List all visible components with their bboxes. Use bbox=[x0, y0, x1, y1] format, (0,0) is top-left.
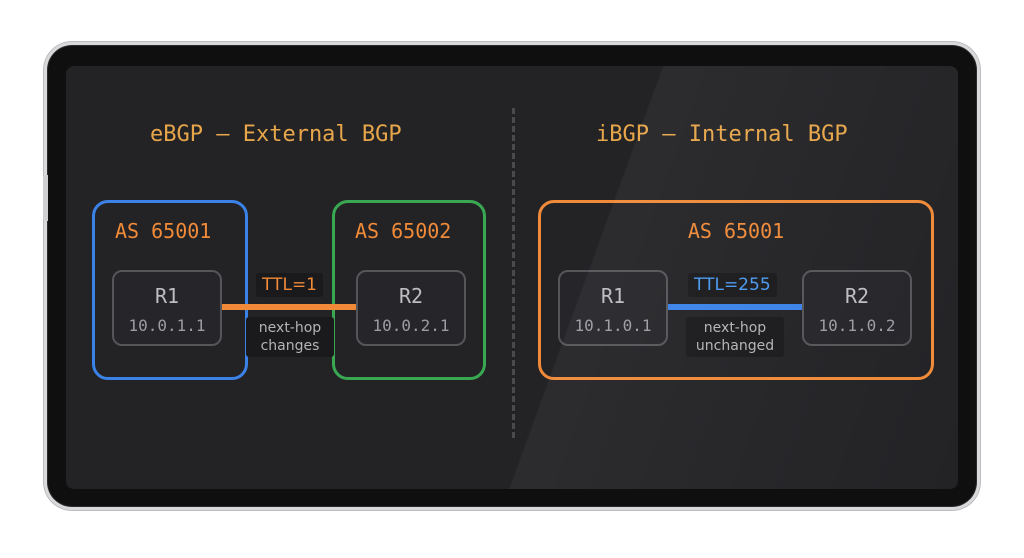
ebgp-ttl-label: TTL=1 bbox=[256, 273, 324, 297]
ebgp-r2-name: R2 bbox=[398, 284, 424, 308]
device-side-button bbox=[43, 175, 48, 221]
ibgp-r1-name: R1 bbox=[600, 284, 626, 308]
ebgp-link bbox=[222, 304, 358, 310]
ibgp-next-hop-note: next-hop unchanged bbox=[686, 317, 784, 357]
ibgp-router-r1: R1 10.1.0.1 bbox=[558, 270, 668, 346]
ibgp-router-r2: R2 10.1.0.2 bbox=[802, 270, 912, 346]
ibgp-ttl-label: TTL=255 bbox=[688, 273, 777, 297]
ebgp-note-line1: next-hop bbox=[258, 320, 322, 336]
ibgp-as-label: AS 65001 bbox=[687, 219, 785, 243]
section-divider bbox=[512, 108, 515, 438]
ebgp-as-left-box: AS 65001 bbox=[92, 200, 248, 380]
ibgp-title: iBGP — Internal BGP bbox=[596, 122, 848, 147]
ibgp-link bbox=[666, 304, 806, 310]
ebgp-title: eBGP — External BGP bbox=[150, 122, 402, 147]
ibgp-r1-ip: 10.1.0.1 bbox=[574, 316, 652, 335]
ibgp-as-box: AS 65001 bbox=[538, 200, 934, 380]
ebgp-r2-ip: 10.0.2.1 bbox=[372, 316, 450, 335]
ebgp-next-hop-note: next-hop changes bbox=[246, 317, 334, 357]
diagram-screen: eBGP — External BGP AS 65001 AS 65002 R1… bbox=[66, 66, 958, 489]
ebgp-as-left-label: AS 65001 bbox=[115, 219, 212, 243]
ebgp-as-right-label: AS 65002 bbox=[355, 219, 452, 243]
ebgp-as-right-box: AS 65002 bbox=[332, 200, 486, 380]
ibgp-note-line2: unchanged bbox=[695, 338, 775, 354]
ebgp-router-r1: R1 10.0.1.1 bbox=[112, 270, 222, 346]
ebgp-r1-name: R1 bbox=[154, 284, 180, 308]
ebgp-note-line2: changes bbox=[260, 338, 320, 354]
ebgp-r1-ip: 10.0.1.1 bbox=[128, 316, 206, 335]
ibgp-note-line1: next-hop bbox=[703, 320, 767, 336]
ibgp-r2-name: R2 bbox=[844, 284, 870, 308]
ebgp-router-r2: R2 10.0.2.1 bbox=[356, 270, 466, 346]
ibgp-r2-ip: 10.1.0.2 bbox=[818, 316, 896, 335]
